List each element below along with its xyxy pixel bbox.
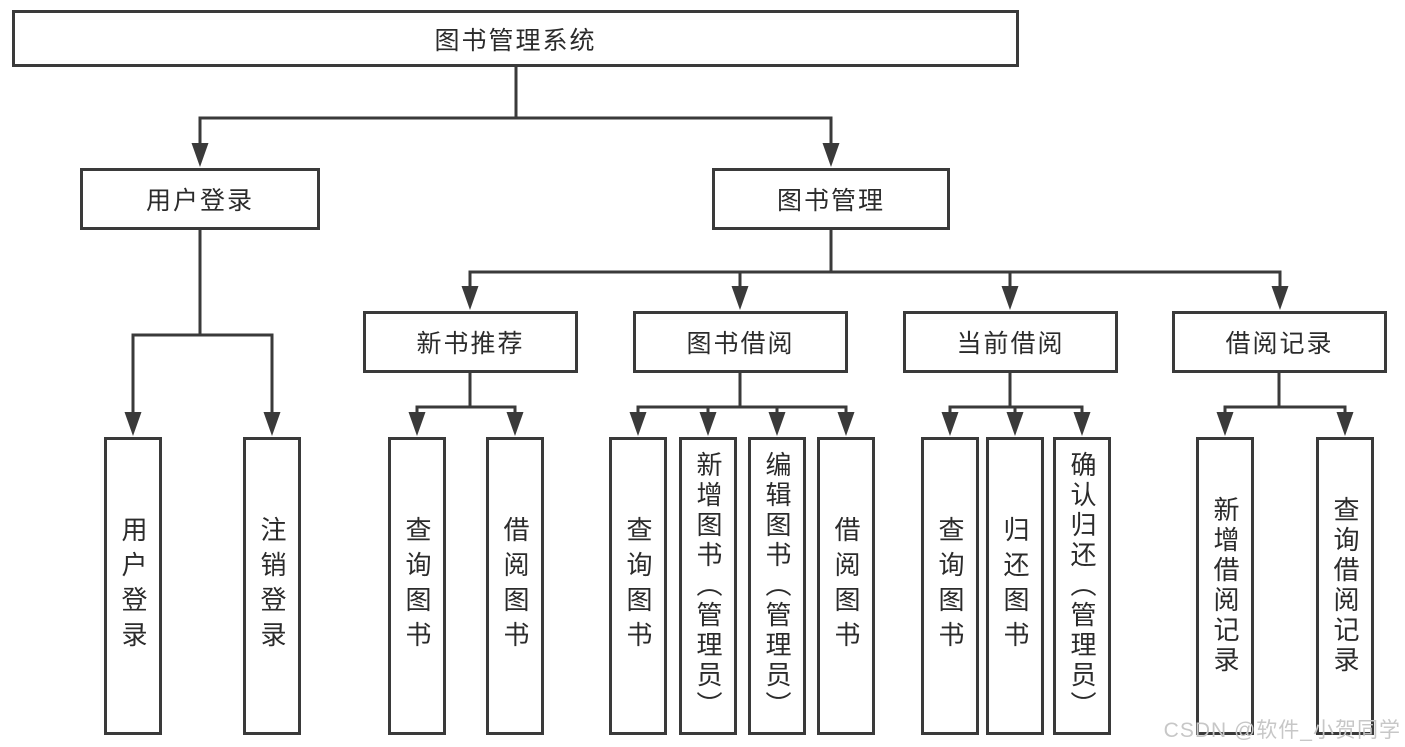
node-label: 借阅图书 bbox=[831, 516, 861, 656]
arrowhead-icon bbox=[1001, 286, 1019, 310]
node-label: 借阅记录 bbox=[1225, 330, 1334, 358]
connector-path bbox=[198, 65, 833, 151]
node-label: 查询图书 bbox=[402, 516, 432, 656]
node-label: 图书借阅 bbox=[686, 330, 795, 358]
node-query-books-2: 查询图书 bbox=[609, 437, 667, 735]
node-label: 查询图书 bbox=[935, 516, 965, 656]
arrowhead-icon bbox=[408, 412, 426, 436]
node-new-book-rec: 新书推荐 bbox=[363, 311, 578, 373]
node-root: 图书管理系统 bbox=[12, 10, 1019, 67]
node-user-login: 用户登录 bbox=[104, 437, 162, 735]
node-add-borrow-record: 新增借阅记录 bbox=[1196, 437, 1254, 735]
arrowhead-icon bbox=[822, 143, 840, 167]
node-borrow-records: 借阅记录 bbox=[1172, 311, 1387, 373]
arrowhead-icon bbox=[263, 412, 281, 436]
node-borrow-books-1: 借阅图书 bbox=[486, 437, 544, 735]
node-current-borrow: 当前借阅 bbox=[903, 311, 1118, 373]
node-book-borrow: 图书借阅 bbox=[633, 311, 848, 373]
arrowhead-icon bbox=[629, 412, 647, 436]
node-label: 注销登录 bbox=[257, 516, 287, 656]
node-label: 归还图书 bbox=[1000, 516, 1030, 656]
arrowhead-icon bbox=[768, 412, 786, 436]
node-confirm-return-admin: 确认归还（管理员） bbox=[1053, 437, 1111, 735]
node-book-mgmt-branch: 图书管理 bbox=[712, 168, 950, 230]
watermark-text: CSDN @软件_小贺同学 bbox=[1163, 719, 1401, 742]
connector-path bbox=[415, 371, 517, 420]
node-query-books-1: 查询图书 bbox=[388, 437, 446, 735]
node-label: 新增图书（管理员） bbox=[693, 451, 723, 721]
node-label: 编辑图书（管理员） bbox=[762, 451, 792, 721]
arrowhead-icon bbox=[1073, 412, 1091, 436]
node-edit-book-admin: 编辑图书（管理员） bbox=[748, 437, 806, 735]
connector-path bbox=[131, 228, 274, 420]
arrowhead-icon bbox=[191, 143, 209, 167]
node-borrow-books-2: 借阅图书 bbox=[817, 437, 875, 735]
node-label: 查询借阅记录 bbox=[1330, 496, 1360, 676]
arrowhead-icon bbox=[124, 412, 142, 436]
node-label: 新增借阅记录 bbox=[1210, 496, 1240, 676]
node-label: 当前借阅 bbox=[956, 330, 1065, 358]
arrowhead-icon bbox=[1336, 412, 1354, 436]
arrowhead-icon bbox=[837, 412, 855, 436]
arrowhead-icon bbox=[1006, 412, 1024, 436]
node-label: 借阅图书 bbox=[500, 516, 530, 656]
arrowhead-icon bbox=[941, 412, 959, 436]
node-label: 图书管理 bbox=[776, 187, 885, 215]
node-user-login-branch: 用户登录 bbox=[80, 168, 320, 230]
arrowhead-icon bbox=[731, 286, 749, 310]
arrowhead-icon bbox=[461, 286, 479, 310]
node-query-borrow-record: 查询借阅记录 bbox=[1316, 437, 1374, 735]
node-logout: 注销登录 bbox=[243, 437, 301, 735]
node-label: 确认归还（管理员） bbox=[1067, 451, 1097, 721]
arrowhead-icon bbox=[506, 412, 524, 436]
node-query-books-3: 查询图书 bbox=[921, 437, 979, 735]
connector-path bbox=[468, 228, 1282, 294]
arrowhead-icon bbox=[699, 412, 717, 436]
arrowhead-icon bbox=[1271, 286, 1289, 310]
connector-path bbox=[1223, 371, 1347, 420]
node-label: 用户登录 bbox=[118, 516, 148, 656]
node-label: 新书推荐 bbox=[416, 330, 525, 358]
node-return-book: 归还图书 bbox=[986, 437, 1044, 735]
node-label: 查询图书 bbox=[623, 516, 653, 656]
node-label: 用户登录 bbox=[145, 187, 254, 215]
node-add-book-admin: 新增图书（管理员） bbox=[679, 437, 737, 735]
connector-path bbox=[636, 371, 848, 420]
arrowhead-icon bbox=[1216, 412, 1234, 436]
connector-path bbox=[948, 371, 1084, 420]
node-label: 图书管理系统 bbox=[434, 26, 597, 55]
